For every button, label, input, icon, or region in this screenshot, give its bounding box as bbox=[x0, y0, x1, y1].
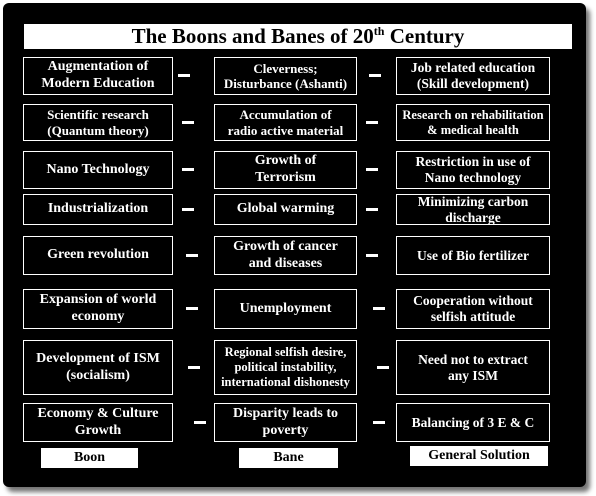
solution-text-line: (Skill development) bbox=[416, 76, 530, 91]
boon-text-line: Expansion of world bbox=[39, 292, 157, 308]
boon-box: Scientific research(Quantum theory) bbox=[23, 104, 173, 141]
bane-solution-connector bbox=[366, 208, 378, 211]
solution-text-line: Job related education bbox=[410, 60, 536, 76]
boon-text-line: Development of ISM bbox=[36, 350, 160, 366]
bane-solution-connector bbox=[373, 421, 385, 424]
solution-text-line: Cooperation without bbox=[413, 293, 533, 309]
solution-text-line: Minimizing carbon bbox=[417, 193, 529, 209]
bane-text-line: Growth of cancer bbox=[233, 238, 338, 254]
bane-solution-connector bbox=[373, 307, 385, 310]
solution-box: Job related education(Skill development) bbox=[396, 57, 550, 95]
bane-solution-connector bbox=[366, 254, 378, 257]
bane-text-line: radio active material bbox=[227, 122, 344, 138]
boon-text-line: Economy & Culture bbox=[37, 405, 159, 421]
boon-box: Green revolution bbox=[23, 236, 173, 275]
solution-box: Balancing of 3 E & C bbox=[396, 403, 550, 442]
bane-box: Unemployment bbox=[214, 289, 357, 329]
boon-box: Industrialization bbox=[23, 194, 173, 225]
diagram-title: The Boons and Banes of 20th Century bbox=[24, 24, 572, 49]
bane-solution-connector bbox=[366, 168, 378, 171]
bane-text-line: poverty bbox=[262, 422, 309, 438]
solution-box: Use of Bio fertilizer bbox=[396, 236, 550, 275]
bane-text-line: Global warming bbox=[236, 201, 335, 217]
bane-text-line: political instability, bbox=[234, 360, 337, 375]
boon-bane-connector bbox=[186, 307, 198, 310]
boon-text-line: Green revolution bbox=[47, 247, 149, 263]
solution-text-line: Need not to extract bbox=[418, 351, 528, 367]
footer-label-boon: Boon bbox=[41, 448, 138, 468]
boon-text-line: Industrialization bbox=[47, 201, 149, 217]
title-superscript: th bbox=[373, 24, 385, 38]
solution-text-line: selfish attitude bbox=[430, 309, 516, 324]
boon-box: Development of ISM(socialism) bbox=[23, 340, 173, 395]
boon-text-line: economy bbox=[71, 309, 125, 324]
title-text: The Boons and Banes of 20 bbox=[131, 24, 374, 48]
footer-label-bane: Bane bbox=[239, 448, 338, 468]
bane-text-line: Growth of bbox=[254, 153, 317, 169]
boon-text-line: (Quantum theory) bbox=[47, 122, 149, 138]
boon-bane-connector bbox=[194, 421, 206, 424]
boon-text-line: Nano Technology bbox=[46, 161, 150, 177]
bane-text-line: Disturbance (Ashanti) bbox=[223, 76, 348, 91]
solution-text-line: Use of Bio fertilizer bbox=[416, 247, 530, 263]
solution-box: Research on rehabilitation& medical heal… bbox=[396, 104, 550, 141]
bane-text-line: Disparity leads to bbox=[233, 405, 338, 421]
boon-text-line: Scientific research bbox=[47, 107, 149, 123]
bane-box: Global warming bbox=[214, 194, 357, 225]
bane-solution-connector bbox=[369, 74, 381, 77]
bane-box: Cleverness;Disturbance (Ashanti) bbox=[214, 57, 357, 95]
bane-text-line: Regional selfish desire, bbox=[224, 345, 347, 360]
boon-text-line: (socialism) bbox=[66, 367, 130, 383]
solution-text-line: Research on rehabilitation bbox=[402, 107, 544, 122]
solution-text-line: Nano technology bbox=[424, 170, 522, 185]
boon-bane-connector bbox=[182, 168, 194, 171]
diagram-frame bbox=[3, 3, 586, 487]
boon-bane-connector bbox=[182, 208, 194, 211]
bane-text-line: Terrorism bbox=[255, 170, 316, 185]
title-tail: Century bbox=[384, 24, 465, 48]
boon-box: Nano Technology bbox=[23, 151, 173, 189]
boon-bane-connector bbox=[186, 254, 198, 257]
bane-solution-connector bbox=[366, 121, 378, 124]
solution-text-line: Restriction in use of bbox=[415, 154, 531, 170]
boon-text-line: Growth bbox=[74, 422, 122, 438]
solution-text-line: & medical health bbox=[427, 122, 519, 137]
bane-text-line: Accumulation of bbox=[239, 107, 332, 123]
footer-label-general-solution: General Solution bbox=[410, 446, 548, 466]
bane-box: Regional selfish desire,political instab… bbox=[214, 340, 357, 395]
solution-text-line: any ISM bbox=[448, 367, 498, 383]
bane-solution-connector bbox=[377, 366, 389, 369]
boon-bane-connector bbox=[188, 366, 200, 369]
boon-text-line: Modern Education bbox=[41, 76, 155, 91]
bane-text-line: and diseases bbox=[248, 255, 323, 271]
bane-text-line: Unemployment bbox=[239, 300, 332, 316]
solution-text-line: discharge bbox=[445, 209, 501, 225]
bane-text-line: Cleverness; bbox=[253, 60, 318, 76]
boon-bane-connector bbox=[178, 74, 190, 77]
boon-text-line: Augmentation of bbox=[47, 59, 149, 75]
solution-text-line: Balancing of 3 E & C bbox=[411, 414, 535, 430]
boon-bane-connector bbox=[182, 121, 194, 124]
bane-text-line: international dishonesty bbox=[221, 374, 350, 389]
